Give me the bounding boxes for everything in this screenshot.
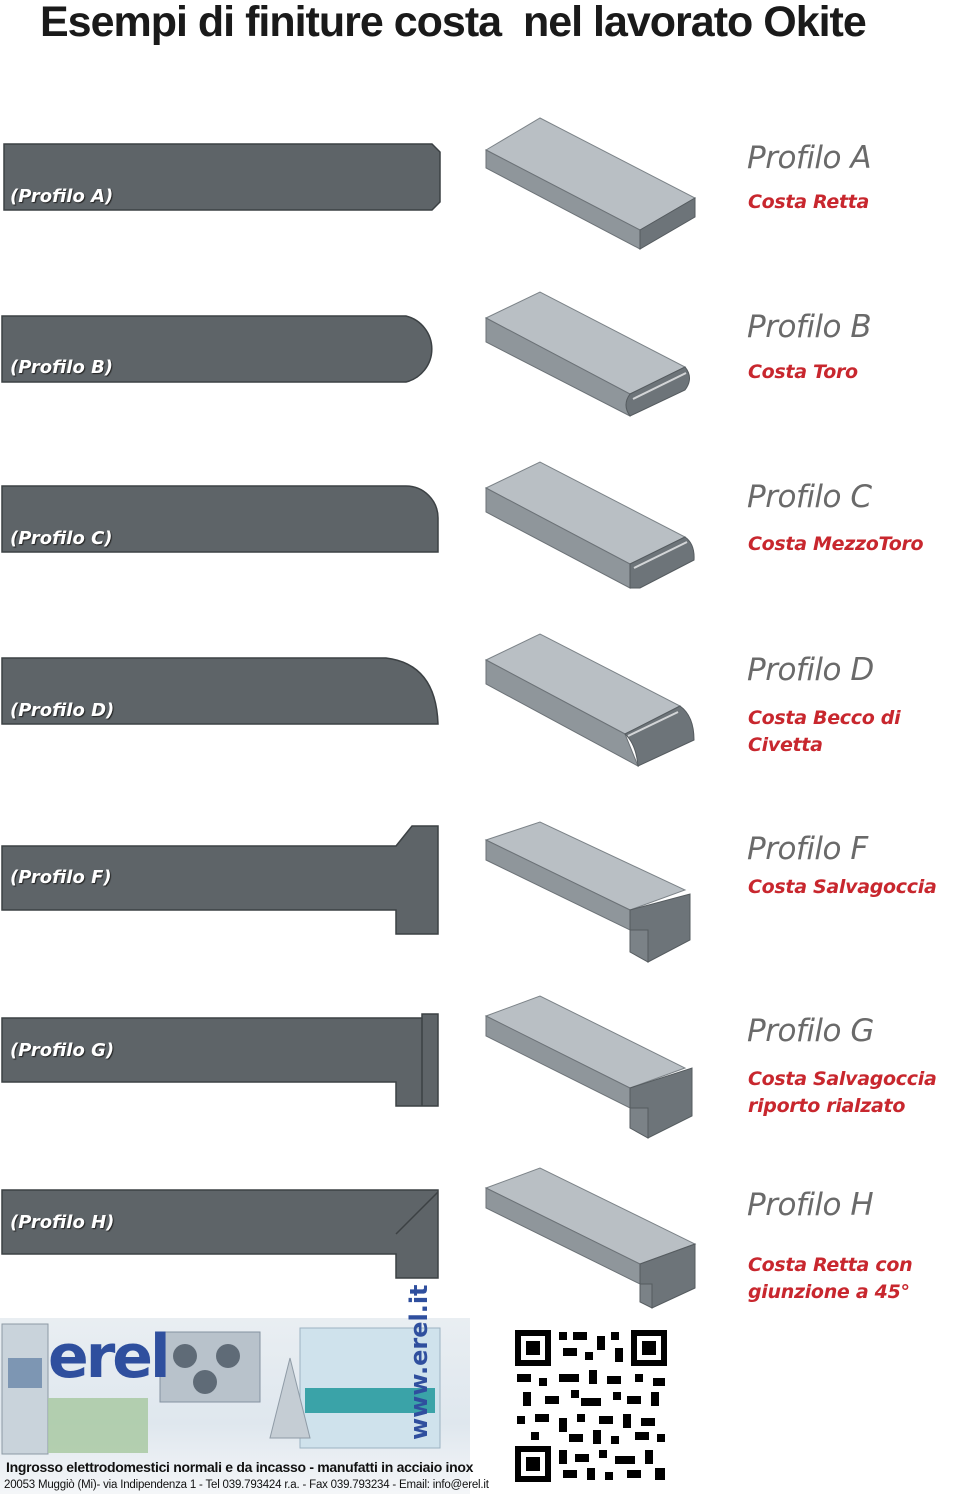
website-url[interactable]: www.erel.it: [405, 1284, 433, 1440]
profile-row-f: (Profilo F) Profilo F Costa Salvagoccia: [0, 821, 960, 992]
profile-d-3d-model: [484, 633, 695, 768]
profile-g-name: Profilo G: [747, 1013, 874, 1049]
profile-row-b: (Profilo B) Profilo B Costa Toro: [0, 291, 960, 482]
erel-logo: erel: [48, 1322, 171, 1392]
profile-d-name: Profilo D: [747, 652, 874, 688]
profile-g-description: Costa Salvagoccia riporto rialzato: [748, 1068, 937, 1117]
profile-c-section-label: (Profilo C): [10, 528, 113, 549]
profile-a-section-label: (Profilo A): [10, 186, 114, 207]
profile-d-description: Costa Becco di Civetta: [748, 707, 901, 756]
profile-a-section-drawing: [3, 143, 441, 211]
profile-c-name: Profilo C: [747, 479, 872, 515]
profile-c-3d-model: [484, 461, 695, 589]
profile-b-name: Profilo B: [747, 309, 872, 345]
profile-f-3d-model: [484, 821, 691, 963]
profile-h-name: Profilo H: [747, 1187, 874, 1223]
profile-h-description: Costa Retta con giunzione a 45°: [748, 1254, 913, 1303]
profile-row-h: (Profilo H) Profilo H Costa Retta con gi…: [0, 1167, 960, 1354]
profile-row-d: (Profilo D) Profilo D Costa Becco di Civ…: [0, 633, 960, 824]
profile-row-c: (Profilo C) Profilo C Costa MezzoToro: [0, 461, 960, 652]
profile-row-a: (Profilo A) Profilo A Costa Retta: [0, 117, 960, 310]
profile-f-description: Costa Salvagoccia: [748, 876, 937, 898]
profile-a-description: Costa Retta: [748, 191, 870, 213]
profile-h-section-drawing: [1, 1189, 439, 1279]
footer-address: 20053 Muggiò (Mi)- via Indipendenza 1 - …: [4, 1479, 489, 1491]
profile-h-3d-model: [484, 1167, 697, 1309]
profile-d-section-drawing: [1, 657, 439, 725]
profile-f-section-drawing: [1, 825, 439, 935]
profile-a-3d-model: [484, 117, 697, 250]
profile-g-section-drawing: [1, 1013, 439, 1107]
profile-b-3d-model: [484, 291, 690, 417]
qr-code-image[interactable]: [515, 1330, 667, 1482]
profile-b-description: Costa Toro: [748, 361, 858, 383]
profile-f-name: Profilo F: [747, 831, 868, 867]
profile-a-name: Profilo A: [747, 140, 872, 176]
profile-row-g: (Profilo G) Profilo G Costa Salvagoccia …: [0, 995, 960, 1182]
profile-b-section-drawing: [1, 315, 433, 383]
footer-banner: erel: [0, 1318, 470, 1494]
profile-h-section-label: (Profilo H): [10, 1212, 115, 1233]
profile-b-section-label: (Profilo B): [10, 357, 114, 378]
profile-g-3d-model: [484, 995, 693, 1139]
profile-g-section-label: (Profilo G): [10, 1040, 115, 1061]
profile-d-section-label: (Profilo D): [10, 700, 115, 721]
profile-c-description: Costa MezzoToro: [748, 533, 924, 555]
profile-f-section-label: (Profilo F): [10, 867, 112, 888]
profile-c-section-drawing: [1, 485, 439, 553]
page-title: Esempi di finiture costa nel lavorato Ok…: [40, 0, 867, 46]
footer-tagline: Ingrosso elettrodomestici normali e da i…: [6, 1459, 474, 1475]
appliance-collage-image: [1, 1323, 441, 1455]
